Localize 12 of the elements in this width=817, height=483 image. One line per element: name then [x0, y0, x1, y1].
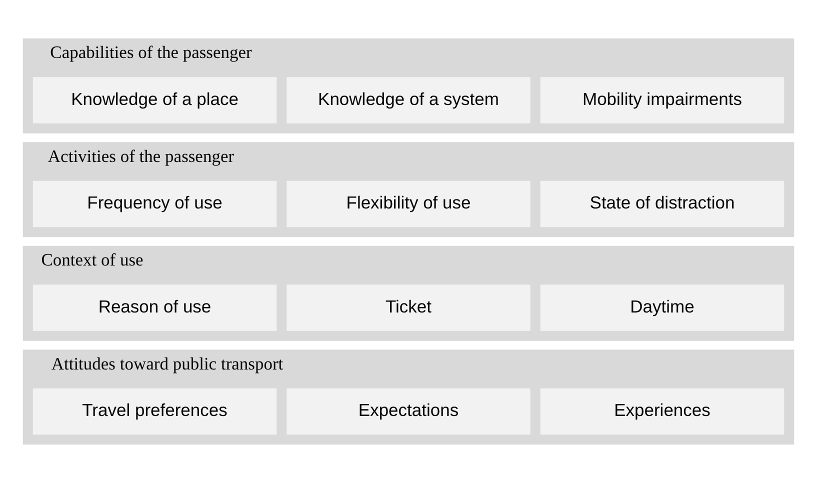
node-box: Flexibility of use: [286, 180, 530, 228]
node-box: Mobility impairments: [540, 77, 784, 124]
node-box: Experiences: [540, 388, 784, 435]
node-box: Expectations: [286, 388, 530, 435]
node-box: Frequency of use: [32, 180, 277, 228]
node-box: Knowledge of a system: [286, 77, 530, 124]
node-box: Daytime: [540, 284, 784, 331]
node-box: State of distraction: [540, 180, 784, 228]
node-box: Reason of use: [32, 284, 277, 331]
node-box: Knowledge of a place: [32, 77, 277, 124]
node-box: Travel preferences: [32, 388, 277, 435]
node-box: Ticket: [286, 284, 530, 331]
